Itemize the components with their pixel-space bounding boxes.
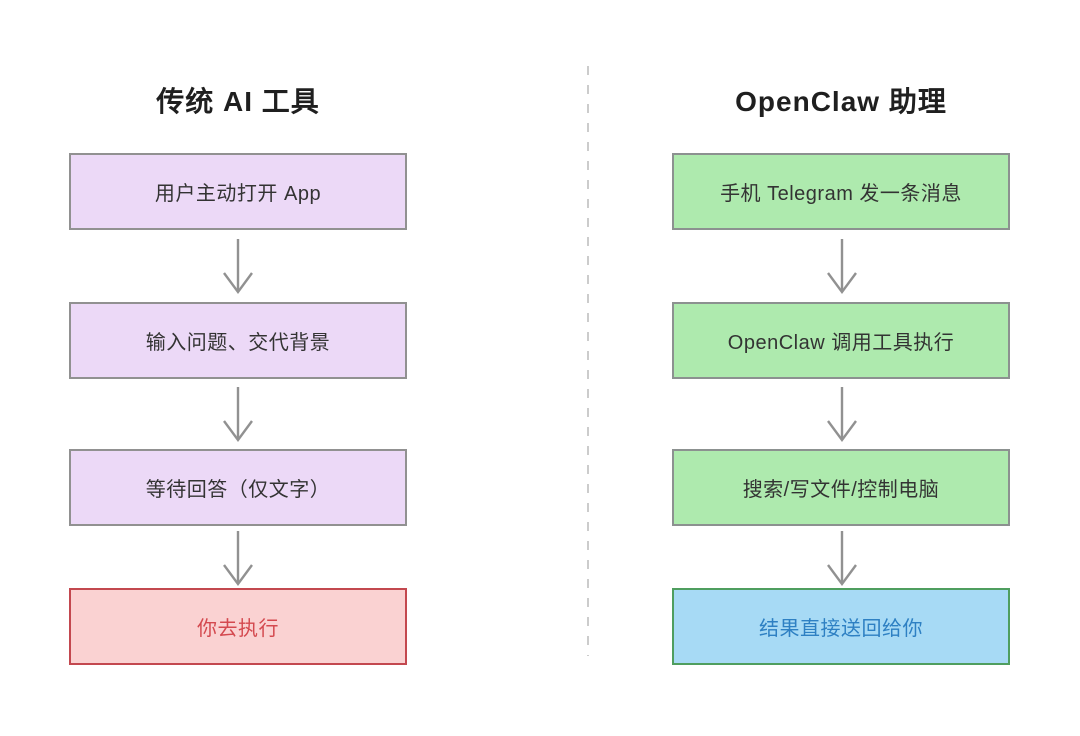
left-column-title: 传统 AI 工具 bbox=[156, 86, 320, 117]
down-arrow-icon bbox=[824, 386, 860, 444]
right-step-4-box: 结果直接送回给你 bbox=[672, 588, 1010, 665]
right-column-title: OpenClaw 助理 bbox=[735, 86, 947, 117]
left-step-1-label: 用户主动打开 App bbox=[154, 183, 322, 205]
left-step-3-label: 等待回答（仅文字） bbox=[145, 479, 331, 501]
column-divider bbox=[587, 66, 589, 656]
down-arrow-icon bbox=[824, 530, 860, 588]
right-step-3-label: 搜索/写文件/控制电脑 bbox=[742, 479, 940, 501]
right-step-2-label: OpenClaw 调用工具执行 bbox=[727, 332, 955, 354]
down-arrow-icon bbox=[220, 238, 256, 296]
left-step-4-label: 你去执行 bbox=[197, 618, 279, 640]
down-arrow-icon bbox=[824, 238, 860, 296]
left-step-1-box: 用户主动打开 App bbox=[69, 153, 407, 230]
left-step-2-label: 输入问题、交代背景 bbox=[145, 332, 331, 354]
right-step-1-label: 手机 Telegram 发一条消息 bbox=[720, 183, 962, 205]
left-step-3-box: 等待回答（仅文字） bbox=[69, 449, 407, 526]
right-step-4-label: 结果直接送回给你 bbox=[759, 618, 923, 640]
right-step-2-box: OpenClaw 调用工具执行 bbox=[672, 302, 1010, 379]
down-arrow-icon bbox=[220, 386, 256, 444]
left-step-2-box: 输入问题、交代背景 bbox=[69, 302, 407, 379]
right-step-3-box: 搜索/写文件/控制电脑 bbox=[672, 449, 1010, 526]
right-step-1-box: 手机 Telegram 发一条消息 bbox=[672, 153, 1010, 230]
down-arrow-icon bbox=[220, 530, 256, 588]
left-step-4-box: 你去执行 bbox=[69, 588, 407, 665]
